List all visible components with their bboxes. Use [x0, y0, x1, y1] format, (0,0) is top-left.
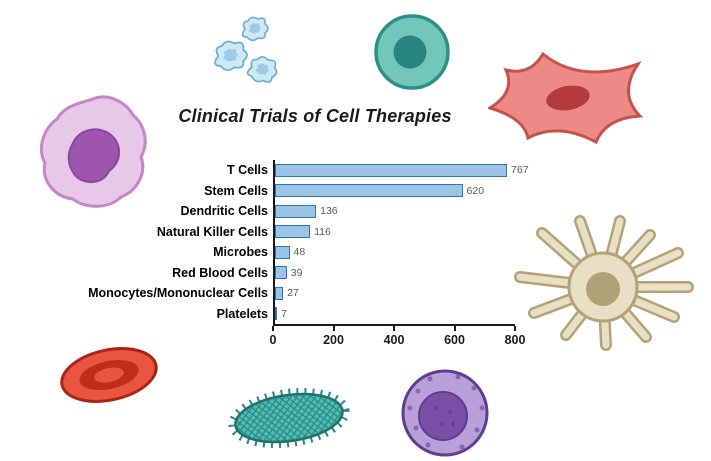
- bar: [275, 225, 311, 239]
- bar-category-label: Platelets: [216, 306, 268, 321]
- bar-row: Natural Killer Cells 116: [35, 221, 595, 242]
- bar-category-label: Stem Cells: [204, 183, 268, 198]
- tick-mark: [514, 326, 516, 331]
- bar-category-label: Red Blood Cells: [172, 265, 268, 280]
- bar: [275, 245, 290, 259]
- tick-label: 0: [269, 333, 277, 347]
- x-axis: 0 200 400 600 800: [269, 324, 525, 352]
- monocyte-cell-icon: [40, 95, 147, 208]
- bar-category-label: Dendritic Cells: [180, 204, 268, 219]
- bar-category-label: Microbes: [213, 245, 268, 260]
- tick-label: 600: [444, 333, 465, 347]
- bar-row: Dendritic Cells 136: [35, 201, 595, 222]
- bar-category-label: Monocytes/Mononuclear Cells: [88, 286, 268, 301]
- bar-track: 767: [273, 160, 575, 181]
- bar-value-label: 116: [314, 225, 331, 238]
- tick-mark: [272, 326, 274, 331]
- bar-track: 7: [273, 303, 575, 324]
- bar-track: 27: [273, 283, 575, 304]
- bar: [275, 266, 287, 280]
- bar-row: Red Blood Cells 39: [35, 262, 595, 283]
- bar-value-label: 620: [466, 184, 485, 197]
- bar: [275, 286, 284, 300]
- bar-value-label: 27: [287, 287, 299, 300]
- tick-label: 400: [383, 333, 405, 347]
- bar-row: Stem Cells 620: [35, 180, 595, 201]
- bar-value-label: 136: [320, 205, 338, 218]
- bar-track: 48: [273, 242, 575, 263]
- bar-track: 116: [273, 221, 575, 242]
- bar: [275, 184, 463, 198]
- tick-mark: [332, 326, 335, 331]
- platelets-icon: [214, 16, 278, 83]
- fibroblast-cell-icon: [488, 51, 643, 145]
- tick-label: 200: [323, 333, 344, 347]
- lymphocyte-cell-icon: [401, 369, 489, 457]
- bar: [275, 163, 508, 177]
- bar-row: Microbes 48: [35, 242, 595, 263]
- tick-label: 800: [504, 333, 526, 347]
- bar-track: 620: [273, 180, 575, 201]
- dendritic-cell-icon: [514, 215, 694, 351]
- tick-mark: [393, 326, 395, 331]
- bar-value-label: 39: [290, 266, 303, 279]
- stem-cell-icon: [374, 14, 450, 90]
- bar-value-label: 7: [281, 307, 287, 320]
- tick-mark: [453, 326, 456, 331]
- bar-row: Monocytes/Mononuclear Cells 27: [35, 283, 595, 304]
- bar: [275, 307, 278, 321]
- bar: [275, 204, 317, 218]
- microbe-icon: [228, 388, 350, 448]
- bar-value-label: 767: [511, 164, 529, 177]
- bar-row: T Cells 767: [35, 160, 595, 181]
- red-blood-cell-icon: [60, 347, 158, 403]
- bar-row: Platelets 7: [35, 303, 595, 324]
- bar-track: 39: [273, 262, 575, 283]
- bar-track: 136: [273, 201, 575, 222]
- bar-category-label: T Cells: [227, 163, 268, 178]
- chart-title: Clinical Trials of Cell Therapies: [178, 106, 452, 126]
- bar-value-label: 48: [293, 246, 306, 259]
- bar-category-label: Natural Killer Cells: [156, 224, 268, 239]
